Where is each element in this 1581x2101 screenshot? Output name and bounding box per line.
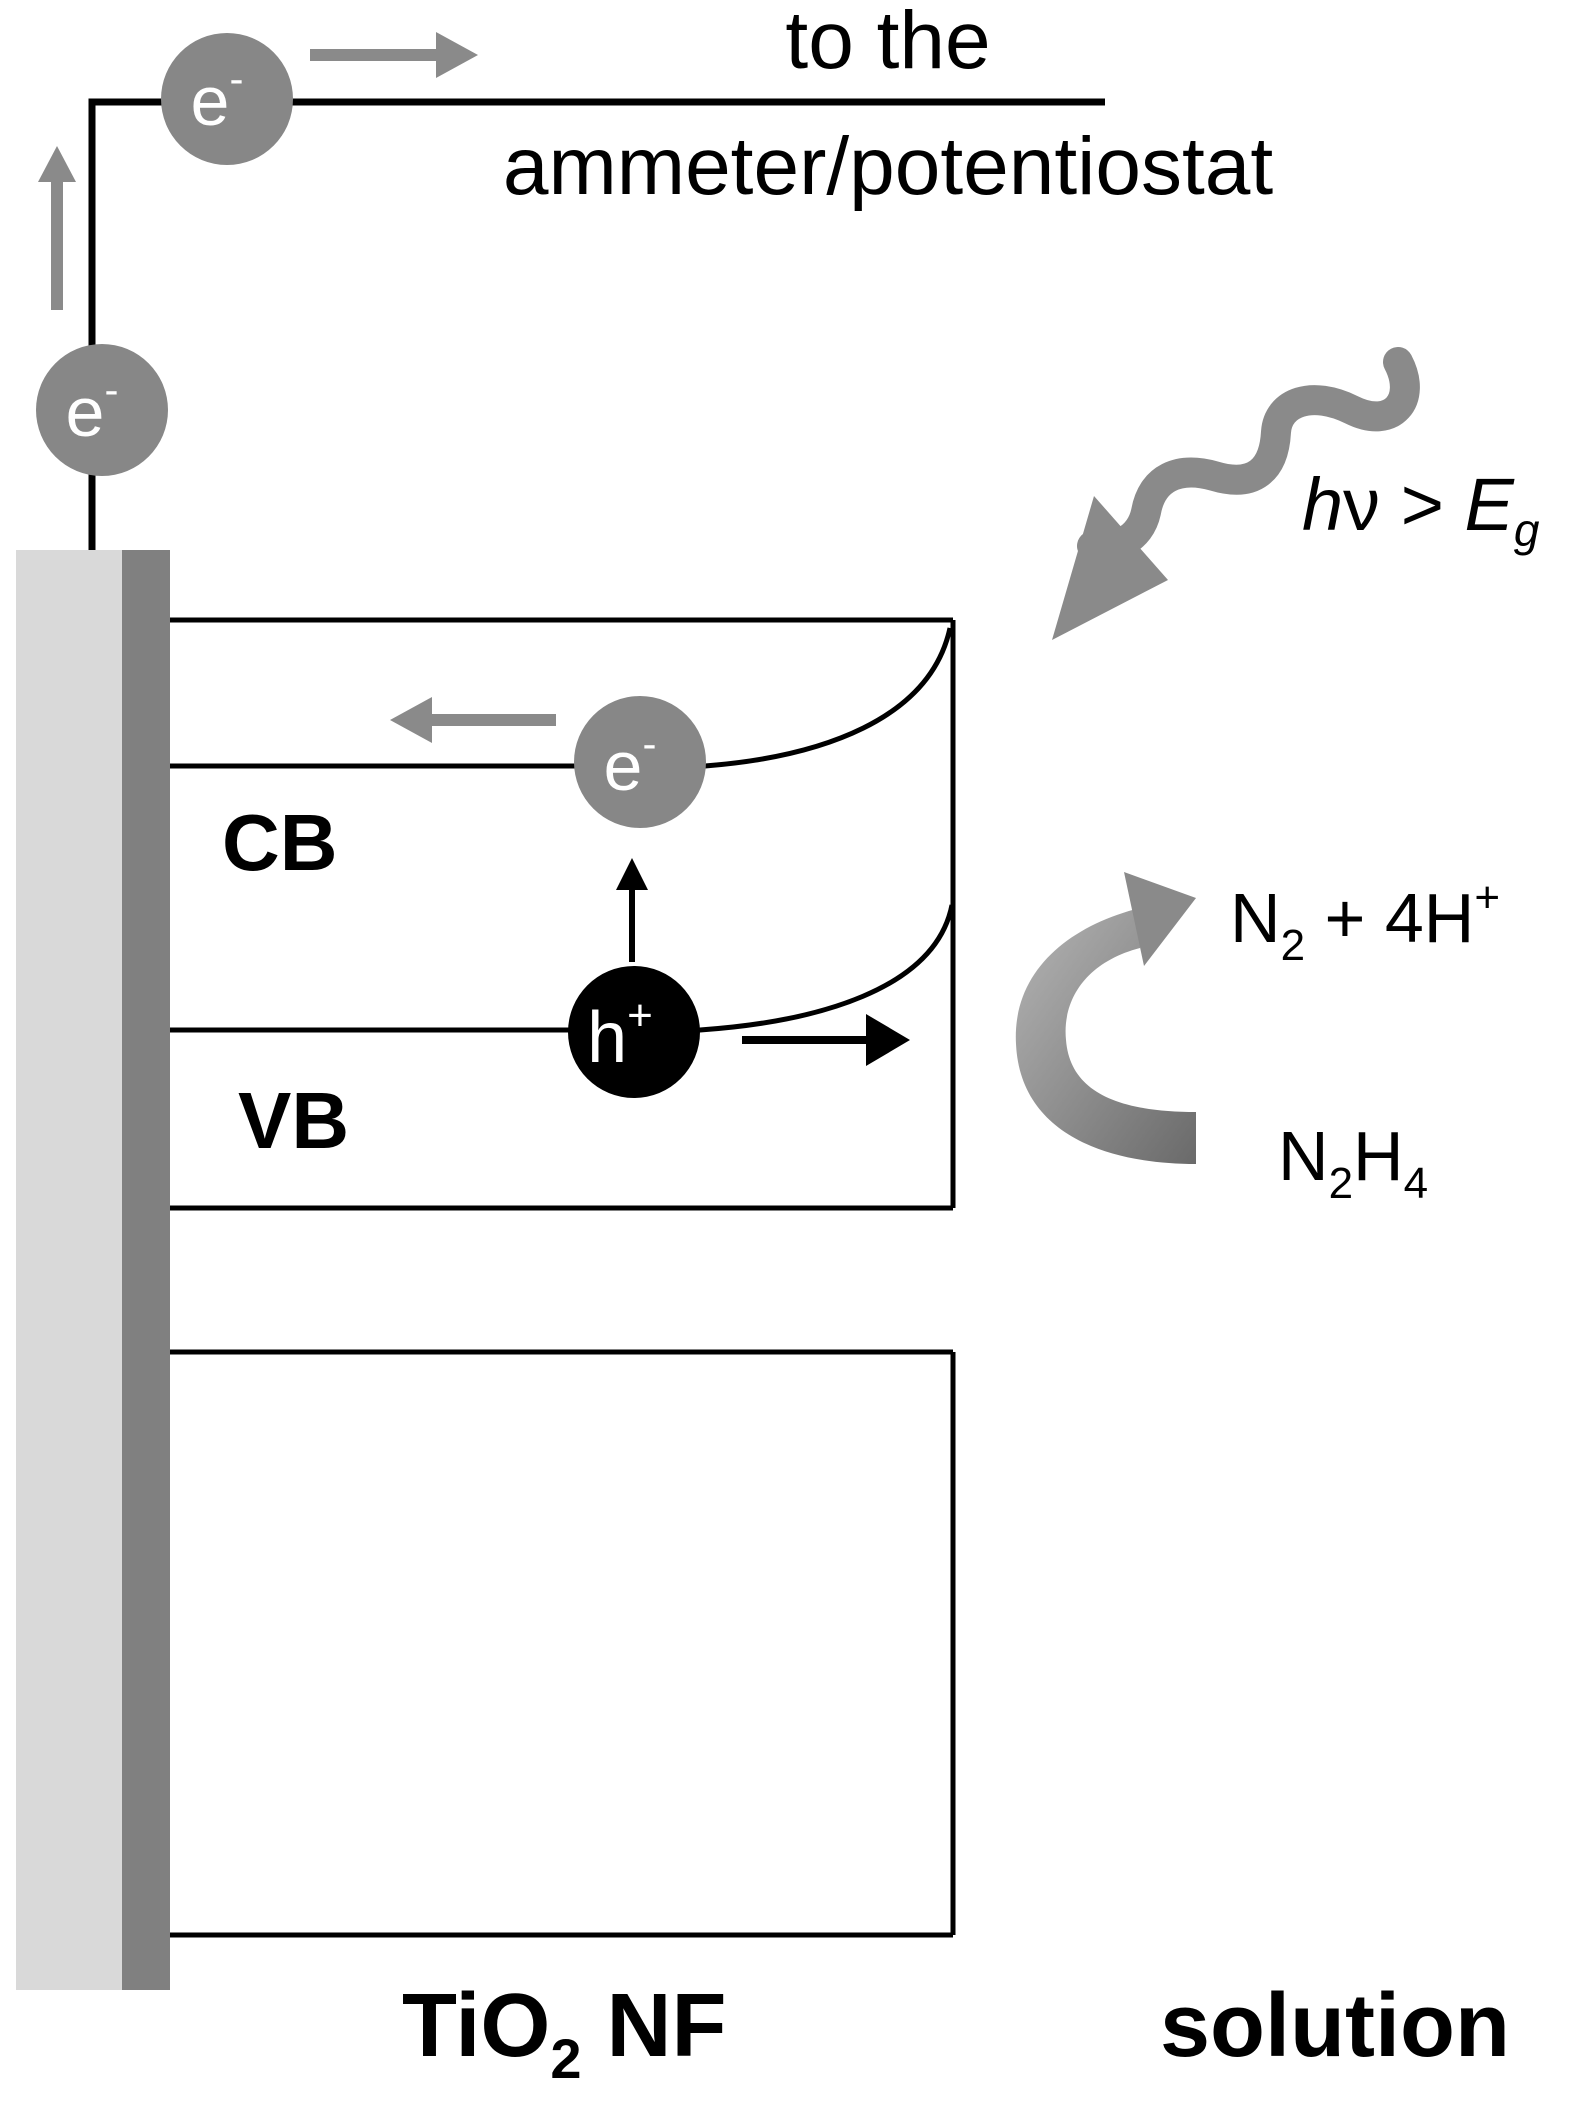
substrate-dark-layer: [122, 550, 170, 1990]
electron-icon-wire-horizontal: e-: [161, 33, 293, 165]
substrate-light-layer: [16, 550, 124, 1990]
solution-label: solution: [1160, 1976, 1510, 2076]
arrow-up-icon: [38, 146, 76, 310]
arrow-left-icon: [390, 697, 556, 743]
svg-text:e-: e-: [191, 55, 244, 140]
photon-energy-label: hν > Eg: [1302, 463, 1540, 556]
conduction-band-line: [170, 627, 953, 769]
ammeter-label-line2: ammeter/potentiostat: [503, 121, 1273, 212]
hole-icon: h+: [568, 966, 700, 1098]
excitation-arrow-icon: [616, 858, 648, 962]
electron-symbol: e: [191, 62, 230, 140]
electron-icon-wire-vertical: e-: [36, 344, 168, 476]
svg-text:e-: e-: [604, 720, 657, 805]
electron-charge: -: [104, 366, 118, 413]
svg-text:e-: e-: [66, 366, 119, 451]
electron-icon-conduction-band: e-: [574, 696, 706, 828]
lower-nanofiber-box: [170, 1349, 956, 1938]
band-diagram-box: [170, 617, 956, 1211]
hole-charge: +: [627, 991, 653, 1040]
electron-charge: -: [642, 720, 656, 767]
vb-label: VB: [238, 1076, 349, 1165]
electron-symbol: e: [604, 727, 643, 805]
ammeter-label-line1: to the: [785, 0, 990, 86]
svg-text:h+: h+: [587, 991, 653, 1078]
light-wave-icon: [1052, 347, 1420, 640]
electron-charge: -: [229, 55, 243, 102]
tio2-nf-label: TiO2 NF: [402, 1976, 727, 2090]
electron-symbol: e: [66, 373, 105, 451]
product-label: N2 + 4H+: [1230, 873, 1500, 970]
arrow-right-icon: [310, 32, 478, 78]
hole-symbol: h: [587, 998, 627, 1078]
reactant-label: N2H4: [1278, 1117, 1428, 1208]
cb-label: CB: [222, 798, 338, 887]
reaction-arrow-icon: [1015, 872, 1196, 1164]
hole-transfer-arrow-icon: [742, 1014, 910, 1066]
valence-band-line: [170, 904, 955, 1033]
